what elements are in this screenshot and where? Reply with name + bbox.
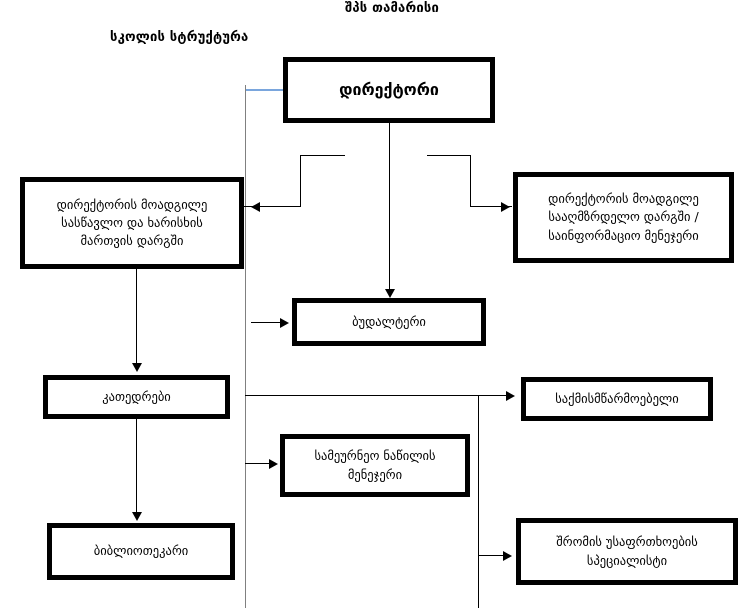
connector-secondary-branch	[478, 395, 479, 608]
node-deputy-academic-inner: დირექტორის მოადგილე სასწავლო და ხარისხის…	[24, 181, 240, 265]
node-departments-label: კათედრები	[102, 388, 171, 404]
node-librarian-label: ბიბლიოთეკარი	[93, 543, 189, 559]
node-records-manager-inner: საქმისმწარმოებელი	[525, 381, 709, 417]
connector-trunk-to-accountant	[251, 322, 283, 323]
arrow-to-accountant	[385, 289, 395, 298]
node-deputy-upbringing[interactable]: დირექტორის მოადგილე სააღმზრდელო დარგში /…	[513, 172, 734, 263]
connector-departments-to-librarian	[136, 419, 137, 514]
connector-director-to-deputy-academic-vertical	[300, 155, 301, 207]
node-librarian[interactable]: ბიბლიოთეკარი	[47, 523, 235, 580]
page-title: შპს თამარისი	[345, 1, 439, 16]
connector-accent-stub	[245, 89, 295, 91]
node-deputy-academic[interactable]: დირექტორის მოადგილე სასწავლო და ხარისხის…	[20, 177, 244, 269]
node-safety-specialist-inner: შრომის უსაფრთხოების სპეციალისტი	[520, 522, 734, 581]
node-director-label: დირექტორი	[339, 80, 439, 100]
node-records-manager-label: საქმისმწარმოებელი	[555, 390, 679, 406]
arrow-to-facilities-manager	[269, 459, 278, 469]
node-accountant-inner: ბუდალტერი	[296, 302, 482, 342]
node-deputy-upbringing-inner: დირექტორის მოადგილე სააღმზრდელო დარგში /…	[517, 176, 730, 259]
connector-main-trunk	[245, 85, 246, 608]
connector-director-to-deputy-upbringing-horizontal	[470, 206, 512, 207]
connector-trunk-to-facilities-manager	[245, 463, 272, 464]
arrow-to-records-manager	[506, 391, 515, 401]
arrow-to-deputy-upbringing	[501, 202, 510, 212]
node-safety-specialist-label: შრომის უსაფრთხოების სპეციალისტი	[556, 534, 698, 568]
node-deputy-academic-label: დირექტორის მოადგილე სასწავლო და ხარისხის…	[56, 196, 208, 249]
arrow-to-departments	[132, 363, 142, 372]
node-director[interactable]: დირექტორი	[283, 57, 495, 123]
node-facilities-manager-inner: სამეურნეო ნაწილის მენეჯერი	[284, 438, 466, 493]
connector-director-to-deputy-academic-stub	[300, 155, 345, 156]
arrow-to-librarian	[132, 512, 142, 521]
connector-trunk-to-records-manager	[245, 395, 510, 396]
connector-director-to-deputy-upbringing-vertical	[470, 155, 471, 207]
node-accountant[interactable]: ბუდალტერი	[292, 298, 486, 346]
node-departments-inner: კათედრები	[47, 379, 226, 415]
node-facilities-manager-label: სამეურნეო ნაწილის მენეჯერი	[314, 448, 436, 482]
arrow-to-safety-specialist	[503, 551, 512, 561]
node-deputy-upbringing-label: დირექტორის მოადგილე სააღმზრდელო დარგში /…	[548, 191, 699, 243]
connector-deputy-academic-to-departments	[136, 269, 137, 365]
connector-branch-to-safety-specialist	[478, 555, 506, 556]
node-accountant-label: ბუდალტერი	[352, 313, 426, 329]
connector-director-to-deputy-upbringing-stub	[427, 155, 471, 156]
page-subtitle: სკოლის სტრუქტურა	[110, 30, 249, 45]
connector-director-to-accountant	[389, 123, 390, 291]
node-departments[interactable]: კათედრები	[43, 375, 230, 419]
node-records-manager[interactable]: საქმისმწარმოებელი	[521, 377, 713, 421]
arrow-to-deputy-academic	[251, 202, 260, 212]
node-librarian-inner: ბიბლიოთეკარი	[51, 527, 231, 576]
node-facilities-manager[interactable]: სამეურნეო ნაწილის მენეჯერი	[280, 434, 470, 497]
node-safety-specialist[interactable]: შრომის უსაფრთხოების სპეციალისტი	[516, 518, 738, 585]
connector-director-to-deputy-academic-horizontal	[232, 206, 301, 207]
node-director-inner: დირექტორი	[287, 61, 491, 119]
arrow-trunk-to-accountant	[280, 318, 289, 328]
